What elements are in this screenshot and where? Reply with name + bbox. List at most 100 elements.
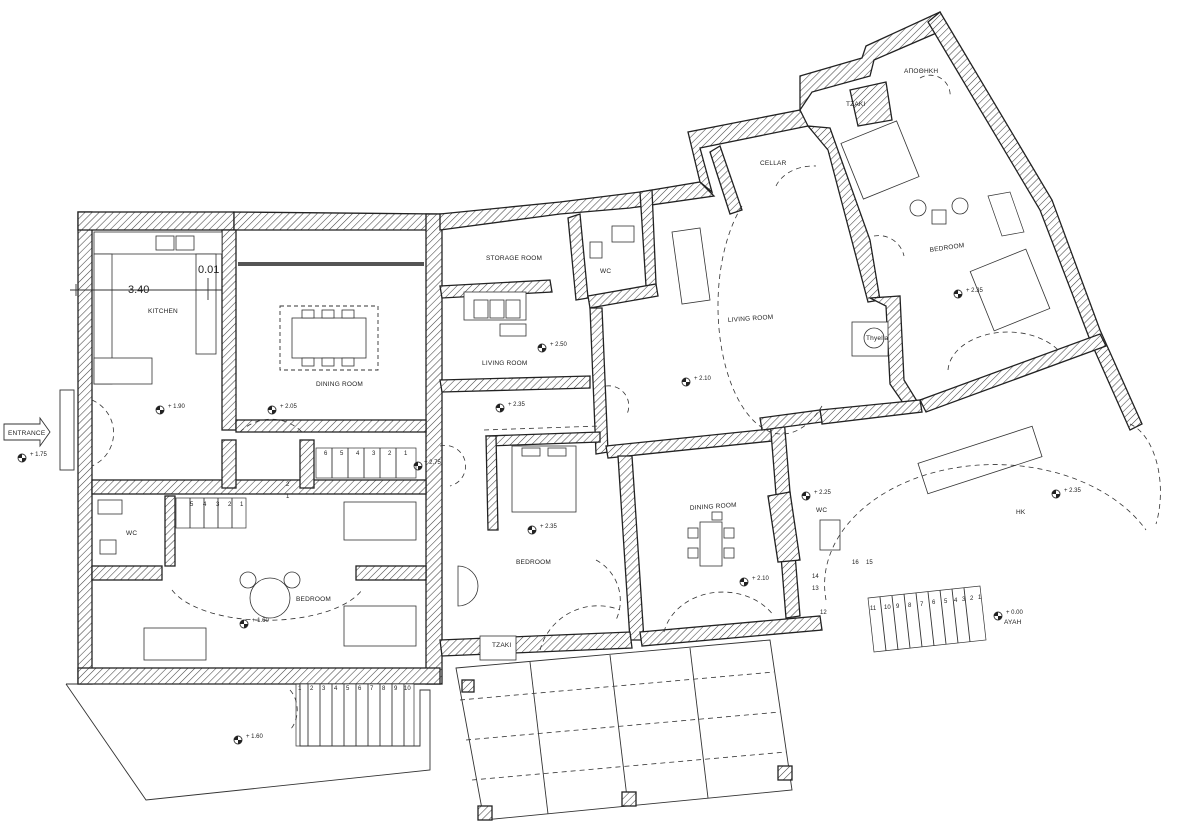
svg-text:1: 1 <box>978 595 982 601</box>
kitchen-width-dim: 3.40 <box>128 284 149 296</box>
room-label-wc-2: WC <box>126 530 137 537</box>
long-table-icon <box>917 425 1043 495</box>
svg-text:9: 9 <box>896 604 900 610</box>
level-marker-terrace: + 1.60 <box>233 734 264 745</box>
level-marker-hk: + 2.35 <box>1051 488 1082 499</box>
entrance-label: ENTRANCE <box>8 430 46 437</box>
svg-text:1: 1 <box>240 502 244 508</box>
room-labels: KITCHEN DINING ROOM STORAGE ROOM WC LIVI… <box>126 68 1026 649</box>
svg-text:7: 7 <box>920 602 924 608</box>
room-label-storage-room: STORAGE ROOM <box>486 255 542 262</box>
dining-table-icon-2 <box>699 521 723 567</box>
svg-text:+ 2.35: + 2.35 <box>508 402 526 408</box>
level-marker-dining-1: + 2.05 <box>267 404 298 415</box>
svg-text:4: 4 <box>954 598 958 604</box>
room-label-bedroom-2: BEDROOM <box>516 559 551 566</box>
svg-text:+ 2.35: + 2.35 <box>1064 488 1082 494</box>
room-label-hk: HK <box>1016 509 1026 516</box>
svg-text:+ 2.35: + 2.35 <box>966 288 984 294</box>
room-label-apothiki: ΑΠΟΘΗΚΗ <box>904 68 938 75</box>
room-label-dining-room-1: DINING ROOM <box>316 381 363 388</box>
svg-text:4: 4 <box>334 686 338 692</box>
svg-text:+ 1.60: + 1.60 <box>246 734 264 740</box>
svg-text:2: 2 <box>228 502 232 508</box>
svg-text:13: 13 <box>812 586 819 592</box>
svg-text:11: 11 <box>870 606 877 612</box>
level-marker-bedroom-2: + 2.35 <box>527 524 558 535</box>
svg-text:+ 2.50: + 2.50 <box>550 342 568 348</box>
room-label-dining-room-2: DINING ROOM <box>690 502 737 512</box>
stair-numbers: 5 4 3 2 1 6 5 4 3 2 1 2 1 1 2 3 4 5 6 7 … <box>190 451 982 692</box>
svg-text:1: 1 <box>404 451 408 457</box>
svg-text:6: 6 <box>358 686 362 692</box>
room-label-ayan: AYAH <box>1004 619 1022 626</box>
level-marker-bedroom-3: + 2.35 <box>953 288 984 299</box>
svg-text:10: 10 <box>404 686 411 692</box>
room-label-living-room-2: LIVING ROOM <box>728 314 774 324</box>
furniture <box>93 120 1051 661</box>
kitchen-sink-icon <box>155 235 175 251</box>
room-label-tzaki-1: TZAKI <box>846 101 865 108</box>
bed-icon-2 <box>511 445 577 513</box>
room-label-tzaki-2: TZAKI <box>492 642 511 649</box>
round-table-icon <box>249 577 291 619</box>
svg-text:+ 1.75: + 1.75 <box>30 452 48 458</box>
svg-text:9: 9 <box>394 686 398 692</box>
svg-text:+ 2.35: + 2.35 <box>540 524 558 530</box>
svg-text:3: 3 <box>216 502 220 508</box>
svg-text:3: 3 <box>322 686 326 692</box>
svg-text:5: 5 <box>944 599 948 605</box>
level-marker-wc-3: + 2.25 <box>801 490 832 501</box>
room-label-cellar: CELLAR <box>760 160 787 167</box>
level-markers: + 1.75 + 1.90 + 2.05 + 2.50 + 2.35 + 2.7… <box>17 288 1082 745</box>
svg-text:+ 2.75: + 2.75 <box>424 460 442 466</box>
svg-text:+ 2.25: + 2.25 <box>814 490 832 496</box>
level-marker-stair-top: + 2.75 <box>413 460 442 471</box>
svg-text:5: 5 <box>340 451 344 457</box>
toilet-icon <box>589 241 603 259</box>
svg-text:15: 15 <box>866 560 873 566</box>
level-marker-dining-2: + 2.10 <box>739 576 770 587</box>
room-label-wc-1: WC <box>600 268 611 275</box>
level-marker-hall: + 2.35 <box>495 402 526 413</box>
svg-text:3: 3 <box>372 451 376 457</box>
room-label-bedroom-3: BEDROOM <box>929 242 965 254</box>
level-marker-entrance: + 1.75 <box>17 452 48 463</box>
svg-text:5: 5 <box>190 502 194 508</box>
room-label-bedroom-1: BEDROOM <box>296 596 331 603</box>
room-label-living-room-1: LIVING ROOM <box>482 360 528 367</box>
svg-text:5: 5 <box>346 686 350 692</box>
svg-text:+ 1.60: + 1.60 <box>252 618 270 624</box>
dimension-line: 3.40 0.01 <box>70 264 222 300</box>
svg-text:+ 0.00: + 0.00 <box>1006 610 1024 616</box>
room-label-kitchen: KITCHEN <box>148 308 178 315</box>
sofa-icon-2 <box>671 227 711 305</box>
svg-text:6: 6 <box>932 600 936 606</box>
level-marker-living-1: + 2.50 <box>537 342 568 353</box>
terrace <box>65 639 793 821</box>
svg-text:2: 2 <box>970 596 974 602</box>
level-marker-living-2: + 2.10 <box>681 376 712 387</box>
svg-text:+ 2.10: + 2.10 <box>752 576 770 582</box>
room-label-wc-3: WC <box>816 507 827 514</box>
walls <box>77 11 1143 685</box>
svg-text:16: 16 <box>852 560 859 566</box>
svg-text:4: 4 <box>203 502 207 508</box>
svg-text:3: 3 <box>962 597 966 603</box>
level-marker-ground: + 0.00 <box>993 610 1024 621</box>
level-marker-bedroom-1: + 1.60 <box>239 618 270 629</box>
level-marker-kitchen: + 1.90 <box>155 404 186 415</box>
svg-text:+ 2.10: + 2.10 <box>694 376 712 382</box>
svg-text:+ 1.90: + 1.90 <box>168 404 186 410</box>
svg-text:14: 14 <box>812 574 819 580</box>
svg-text:7: 7 <box>370 686 374 692</box>
bed-icon <box>840 120 920 200</box>
room-label-thyella: Thyella <box>866 335 889 342</box>
svg-text:2: 2 <box>286 482 290 488</box>
svg-text:6: 6 <box>324 451 328 457</box>
svg-text:12: 12 <box>820 610 827 616</box>
svg-text:2: 2 <box>388 451 392 457</box>
door-swings <box>91 74 1161 731</box>
svg-text:+ 2.05: + 2.05 <box>280 404 298 410</box>
stairs <box>175 191 1025 747</box>
